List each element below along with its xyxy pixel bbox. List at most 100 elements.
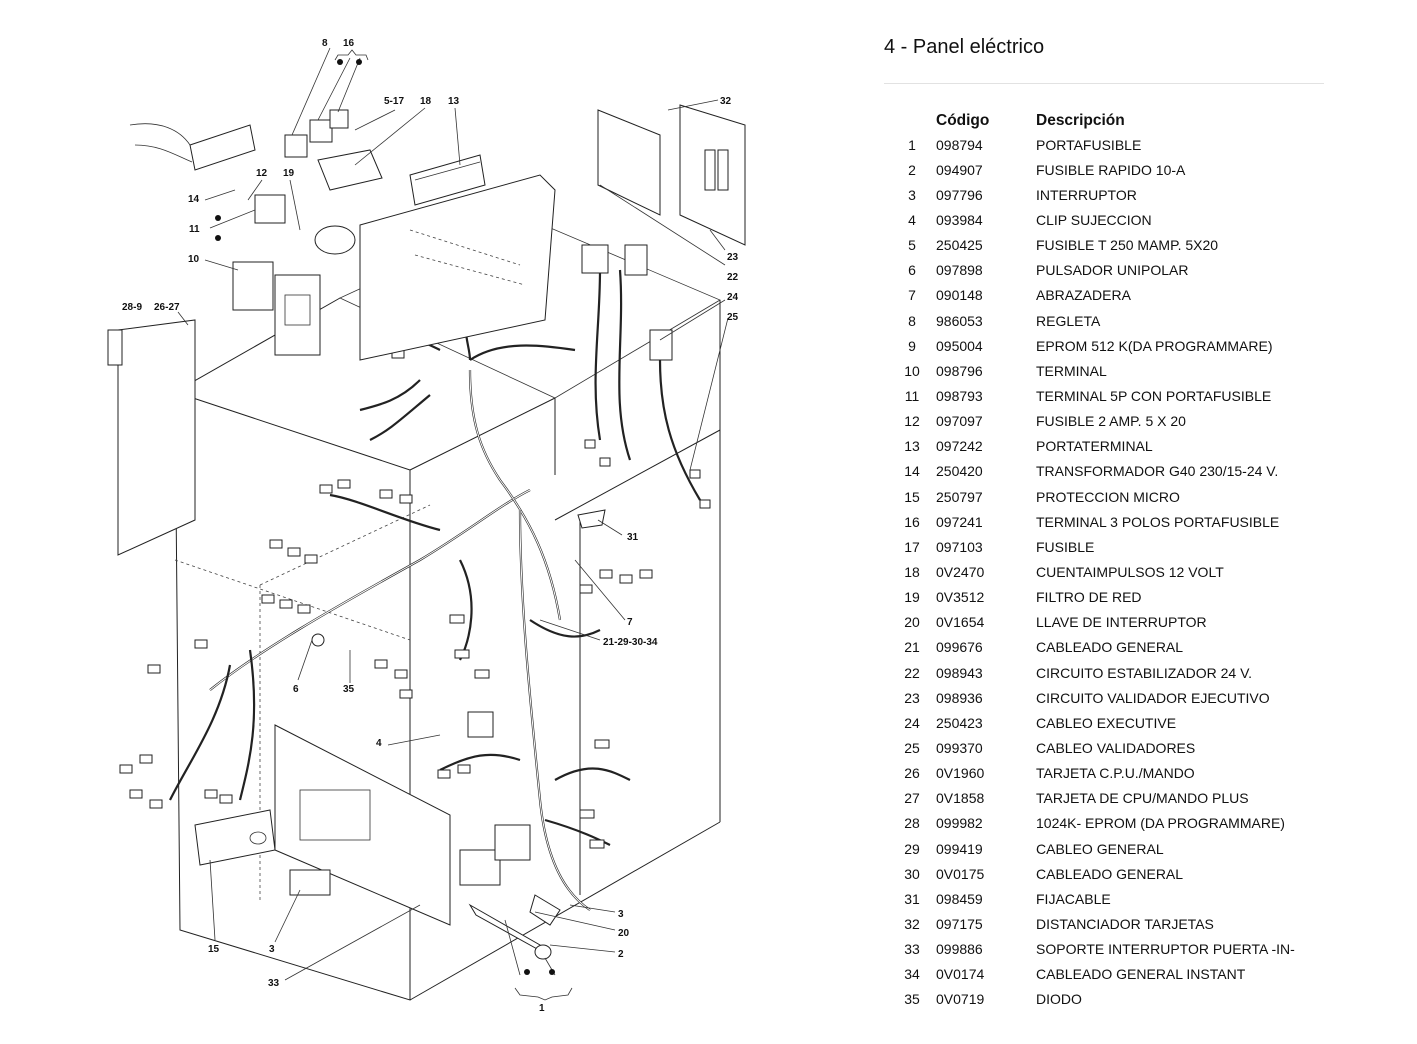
part-description: CLIP SUJECCION (1036, 211, 1152, 228)
part-description: CABLEADO GENERAL (1036, 639, 1184, 656)
part-number: 22 (904, 664, 920, 681)
part-code: 250420 (936, 463, 983, 480)
part-number: 31 (904, 890, 920, 907)
part-number: 23 (904, 689, 920, 706)
part-code: 093984 (936, 211, 983, 228)
callout-25: 25 (727, 312, 739, 323)
part-description: PROTECCION MICRO (1036, 488, 1180, 505)
part-description: CIRCUITO ESTABILIZADOR 24 V. (1036, 664, 1253, 681)
part-code: 098793 (936, 387, 983, 404)
callout-7: 7 (627, 617, 633, 628)
part-description: TERMINAL 5P CON PORTAFUSIBLE (1036, 387, 1272, 404)
part-description: CUENTAIMPULSOS 12 VOLT (1036, 563, 1224, 580)
part-number: 27 (904, 790, 920, 807)
callout-31: 31 (627, 532, 639, 543)
part-number: 32 (904, 915, 920, 932)
part-description: LLAVE DE INTERRUPTOR (1036, 614, 1207, 631)
part-description: DISTANCIADOR TARJETAS (1036, 915, 1214, 932)
part-number: 21 (904, 639, 920, 656)
table-row: 13 097242 PORTATERMINAL (888, 434, 1336, 459)
part-description: 1024K- EPROM (DA PROGRAMMARE) (1036, 815, 1285, 832)
components (107, 104, 746, 960)
part-description: FIJACABLE (1036, 890, 1111, 907)
callout-dots (215, 59, 555, 975)
callout-3-right: 3 (618, 909, 624, 920)
part-description: PULSADOR UNIPOLAR (1036, 262, 1189, 279)
part-description: ABRAZADERA (1036, 287, 1131, 304)
part-code: 098943 (936, 664, 983, 681)
part-code: 0V0174 (936, 966, 985, 983)
callout-22: 22 (727, 272, 739, 283)
callout-24: 24 (727, 292, 739, 303)
part-description: CABLEO VALIDADORES (1036, 739, 1196, 756)
callout-6: 6 (293, 684, 299, 695)
part-code: 097898 (936, 262, 983, 279)
part-code: 097242 (936, 438, 983, 455)
part-number: 13 (904, 438, 920, 455)
callout-21-29-30-34: 21-29-30-34 (603, 637, 658, 648)
part-number: 1 (908, 136, 916, 153)
part-number: 9 (908, 337, 916, 354)
part-code: 095004 (936, 337, 983, 354)
callout-16: 16 (343, 38, 355, 49)
part-description: FUSIBLE T 250 MAMP. 5X20 (1036, 237, 1219, 254)
callout-33: 33 (268, 978, 280, 989)
callout-14: 14 (188, 194, 200, 205)
part-number: 12 (904, 413, 920, 430)
part-description: SOPORTE INTERRUPTOR PUERTA -IN- (1036, 941, 1295, 958)
part-description: CABLEADO GENERAL (1036, 865, 1184, 882)
callout-20: 20 (618, 928, 630, 939)
part-number: 24 (904, 714, 920, 731)
exploded-wiring-diagram: 8 16 5-17 18 13 32 14 12 19 11 10 28-9 2… (107, 38, 746, 1014)
part-description: CABLEO GENERAL (1036, 840, 1164, 857)
callout-5-17: 5-17 (384, 96, 404, 107)
part-code: 0V3512 (936, 589, 985, 606)
title-divider (884, 83, 1324, 84)
part-number: 30 (904, 865, 920, 882)
part-number: 20 (904, 614, 920, 631)
part-code: 099886 (936, 941, 983, 958)
part-description: PORTATERMINAL (1036, 438, 1153, 455)
part-number: 15 (904, 488, 920, 505)
table-row: 22 098943 CIRCUITO ESTABILIZADOR 24 V. (888, 660, 1336, 685)
part-number: 2 (908, 161, 916, 178)
part-code: 0V0175 (936, 865, 985, 882)
part-code: 099370 (936, 739, 983, 756)
part-number: 18 (904, 563, 920, 580)
part-code: 250425 (936, 237, 983, 254)
callout-32: 32 (720, 96, 732, 107)
part-code: 250797 (936, 488, 983, 505)
part-code: 0V2470 (936, 563, 985, 580)
part-code: 097097 (936, 413, 983, 430)
part-number: 28 (904, 815, 920, 832)
part-number: 17 (904, 538, 920, 555)
part-code: 097241 (936, 513, 983, 530)
callout-35: 35 (343, 684, 355, 695)
callout-3-left: 3 (269, 944, 275, 955)
part-code: 098459 (936, 890, 983, 907)
part-number: 14 (904, 463, 920, 480)
part-description: PORTAFUSIBLE (1036, 136, 1142, 153)
part-code: 098936 (936, 689, 983, 706)
table-row: 31 098459 FIJACABLE (888, 886, 1336, 911)
part-description: INTERRUPTOR (1036, 186, 1137, 203)
part-code: 099676 (936, 639, 983, 656)
header-number (888, 110, 936, 132)
